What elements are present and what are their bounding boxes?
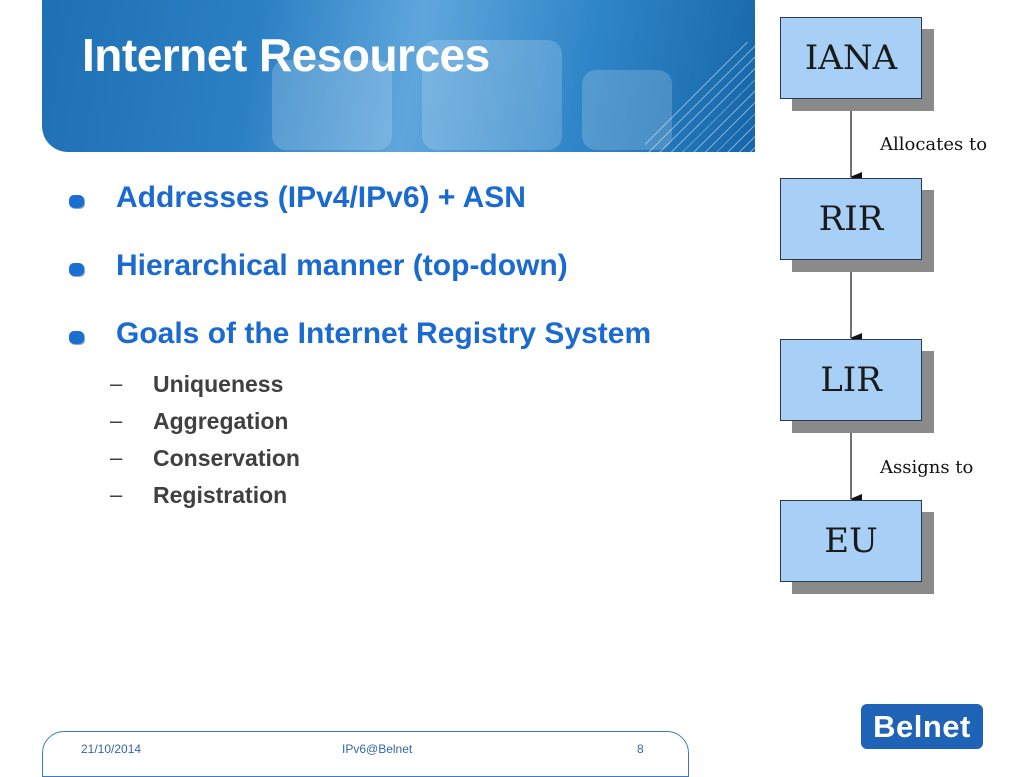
- node-lir: LIR: [780, 339, 922, 421]
- slide-footer: 21/10/2014 IPv6@Belnet 8: [42, 731, 689, 777]
- bullet-item: Addresses (IPv4/IPv6) + ASN: [66, 178, 756, 246]
- bullet-text: Goals of the Internet Registry System: [116, 317, 652, 350]
- hierarchy-diagram: IANA RIR LIR EU Allocates to Assigns to: [760, 0, 1024, 620]
- edge-label-assigns: Assigns to: [880, 457, 974, 478]
- bullet-text: Addresses (IPv4/IPv6) + ASN: [116, 181, 526, 214]
- sub-bullet-text: Aggregation: [153, 408, 289, 434]
- bullet-icon: [69, 263, 84, 276]
- diagram-connectors: [850, 97, 862, 504]
- bullet-text: Hierarchical manner (top-down): [116, 249, 568, 282]
- footer-center-text: IPv6@Belnet: [342, 742, 413, 756]
- bullet-item: Goals of the Internet Registry System: [66, 314, 756, 382]
- page-number: 8: [637, 742, 644, 756]
- header-banner: [42, 0, 755, 152]
- dash-icon: –: [110, 482, 123, 507]
- slide-title: Internet Resources: [82, 29, 490, 81]
- belnet-logo: Belnet: [861, 704, 983, 749]
- sub-bullet-text: Registration: [153, 482, 288, 508]
- bullet-item: Hierarchical manner (top-down): [66, 246, 756, 314]
- footer-date: 21/10/2014: [81, 742, 142, 756]
- node-iana: IANA: [780, 17, 922, 99]
- edge-label-allocates: Allocates to: [880, 134, 988, 155]
- node-rir: RIR: [780, 178, 922, 260]
- dash-icon: –: [110, 408, 123, 433]
- bullet-icon: [69, 195, 84, 208]
- bullet-list: Addresses (IPv4/IPv6) + ASN Hierarchical…: [66, 178, 756, 382]
- sub-bullet-text: Uniqueness: [153, 371, 284, 397]
- sub-bullet-text: Conservation: [153, 445, 300, 471]
- bullet-icon: [69, 331, 84, 344]
- dash-icon: –: [110, 371, 123, 396]
- node-eu: EU: [780, 500, 922, 582]
- dash-icon: –: [110, 445, 123, 470]
